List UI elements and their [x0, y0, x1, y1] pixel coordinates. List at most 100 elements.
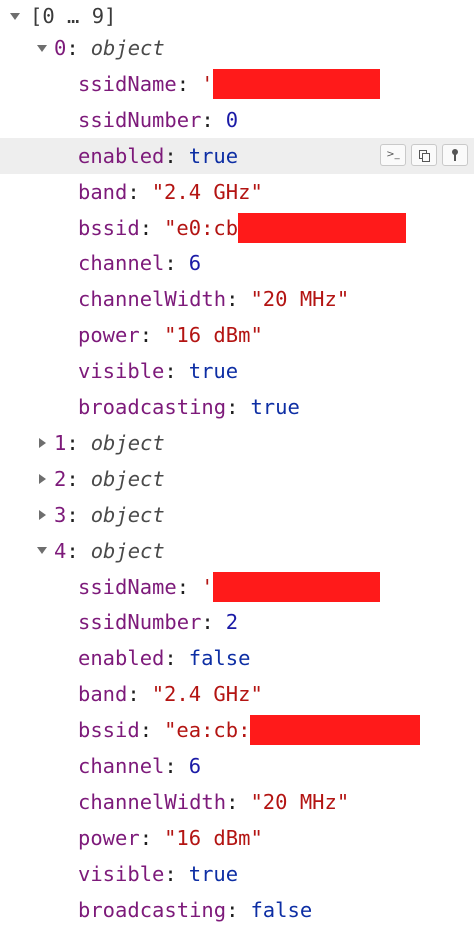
property-value: true: [250, 395, 300, 419]
colon: :: [226, 287, 239, 312]
colon: :: [66, 502, 79, 527]
property-row[interactable]: broadcasting:false: [0, 892, 474, 928]
colon: :: [127, 682, 140, 707]
property-row[interactable]: power:"16 dBm": [0, 317, 474, 353]
colon: :: [127, 179, 140, 204]
row-hover-toolbar: >_: [380, 143, 468, 166]
property-entry: band:"2.4 GHz": [78, 174, 263, 210]
property-value: "16 dBm": [164, 323, 263, 348]
property-value: false: [188, 646, 251, 671]
property-entry: channelWidth:"20 MHz": [78, 784, 349, 820]
node-index: 1: [54, 430, 67, 455]
expand-triangle-icon[interactable]: [7, 8, 23, 24]
property-row[interactable]: ssidNumber:2: [0, 604, 474, 640]
property-key: band: [78, 682, 128, 707]
copy-button[interactable]: [411, 143, 437, 166]
property-row[interactable]: channelWidth:"20 MHz": [0, 784, 474, 820]
property-row[interactable]: channelWidth: "20 MHz": [0, 281, 474, 317]
property-value: "20 MHz": [250, 287, 350, 312]
expand-triangle-icon[interactable]: [34, 471, 50, 487]
node-index: 3: [54, 502, 67, 527]
property-entry: channel:6: [78, 245, 201, 281]
colon: :: [139, 215, 153, 240]
property-row[interactable]: power:"16 dBm": [0, 820, 474, 856]
object-node-label: 4:object: [54, 533, 165, 569]
property-key: enabled: [78, 143, 165, 168]
property-key: enabled: [78, 646, 165, 671]
property-entry: ssidName:': [78, 569, 381, 605]
property-row[interactable]: band: "2.4 GHz": [0, 676, 474, 712]
expand-triangle-icon[interactable]: [34, 435, 50, 451]
property-value: 6: [188, 754, 202, 778]
colon: :: [164, 861, 177, 886]
property-row[interactable]: ssidName:': [0, 569, 474, 605]
object-node-row[interactable]: 3: object: [0, 497, 474, 533]
property-row[interactable]: bssid: "ea:cb:: [0, 712, 474, 748]
property-entry: channel:6: [78, 748, 201, 784]
property-row[interactable]: visible: true: [0, 856, 474, 892]
collapse-triangle-icon[interactable]: [34, 40, 50, 56]
colon: :: [164, 754, 177, 778]
colon: :: [139, 718, 153, 743]
property-key: ssidNumber: [78, 610, 202, 635]
redaction-block: [238, 212, 407, 243]
redaction-block: [250, 715, 421, 746]
root-array-row[interactable]: [0 … 9]: [0, 0, 474, 34]
property-value: true: [188, 359, 239, 384]
object-node-row[interactable]: 4:object: [0, 533, 474, 569]
colon: :: [139, 323, 153, 348]
property-entry: power:"16 dBm": [78, 820, 263, 856]
collapse-triangle-icon[interactable]: [34, 543, 50, 559]
property-value: true: [188, 143, 239, 168]
property-entry: broadcasting:false: [78, 892, 312, 928]
property-value: 0: [225, 107, 239, 132]
expand-triangle-icon[interactable]: [34, 507, 50, 523]
object-node-label: 0:object: [54, 30, 165, 66]
property-value: true: [188, 861, 239, 886]
property-row[interactable]: channel:6: [0, 245, 474, 281]
property-entry: enabled: true: [78, 138, 238, 174]
property-row[interactable]: bssid:"e0:cb: [0, 210, 474, 246]
property-key: broadcasting: [78, 897, 227, 922]
node-type: object: [90, 36, 165, 60]
colon: :: [201, 610, 214, 635]
node-index: 0: [54, 36, 67, 60]
property-row[interactable]: visible:true: [0, 353, 474, 389]
colon: :: [164, 646, 177, 671]
property-value: "ea:cb:: [164, 718, 251, 743]
property-key: bssid: [78, 215, 140, 240]
node-type: object: [90, 430, 165, 455]
object-node-row[interactable]: 2:object: [0, 461, 474, 497]
property-row[interactable]: enabled: true >_: [0, 137, 474, 174]
property-row[interactable]: broadcasting:true: [0, 389, 474, 425]
property-key: bssid: [78, 718, 140, 743]
object-node-row[interactable]: 1:object: [0, 425, 474, 461]
property-row[interactable]: enabled: false: [0, 640, 474, 676]
colon: :: [176, 574, 190, 599]
property-row[interactable]: band:"2.4 GHz": [0, 174, 474, 210]
object-node-label: 2:object: [54, 461, 165, 497]
property-entry: enabled: false: [78, 640, 250, 676]
node-type: object: [90, 538, 165, 563]
property-row[interactable]: ssidNumber:0: [0, 102, 474, 138]
property-value: "2.4 GHz": [151, 682, 263, 707]
colon: :: [164, 143, 177, 168]
property-entry: ssidNumber:2: [78, 604, 238, 640]
node-type: object: [90, 502, 165, 527]
property-value: 6: [188, 251, 202, 276]
colon: :: [164, 359, 177, 384]
colon: :: [226, 897, 239, 922]
console-button[interactable]: >_: [380, 143, 406, 166]
colon: :: [66, 466, 79, 491]
property-value: "20 MHz": [250, 789, 350, 814]
property-value: 2: [225, 610, 239, 635]
property-row[interactable]: ssidName:': [0, 66, 474, 102]
property-key: visible: [78, 861, 165, 886]
property-key: channelWidth: [78, 287, 227, 312]
property-row[interactable]: channel:6: [0, 748, 474, 784]
pin-button[interactable]: [442, 143, 468, 166]
property-key: channel: [78, 251, 165, 276]
property-key: ssidName: [78, 574, 177, 599]
object-node-row[interactable]: 0:object: [0, 30, 474, 66]
